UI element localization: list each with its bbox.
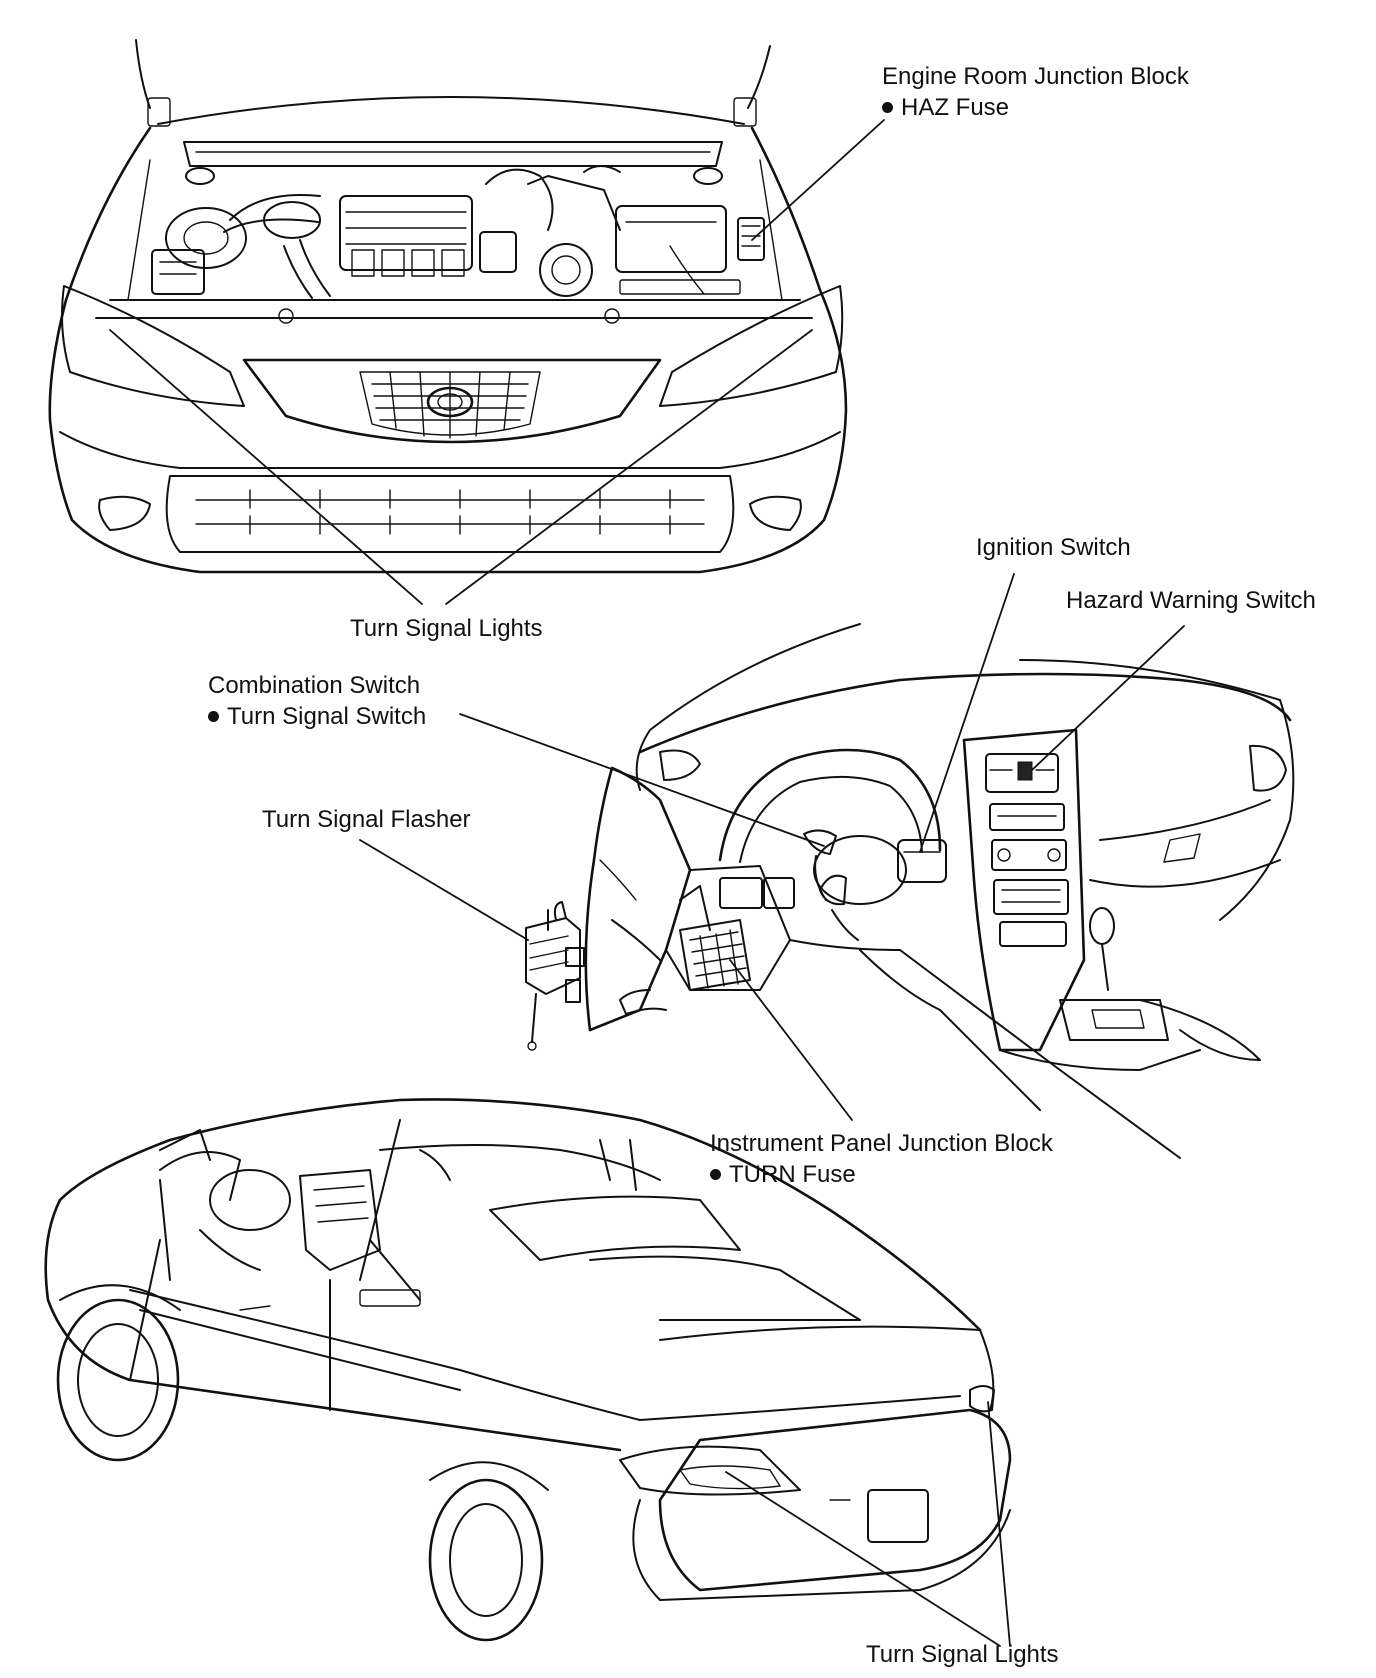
- label-turn-signal-flasher: Turn Signal Flasher: [262, 806, 471, 833]
- front-car-view: [48, 39, 848, 574]
- label-engine-room-junction-block: Engine Room Junction Block: [882, 63, 1189, 90]
- label-turn-fuse: TURN Fuse: [710, 1160, 856, 1190]
- label-turn-fuse-text: TURN Fuse: [729, 1161, 856, 1188]
- bullet-icon: [710, 1169, 721, 1180]
- label-turn-signal-switch: Turn Signal Switch: [208, 702, 426, 732]
- label-instrument-panel-junction-block: Instrument Panel Junction Block: [710, 1130, 1053, 1157]
- rear-car-view: [44, 1098, 1012, 1642]
- label-turn-signal-switch-text: Turn Signal Switch: [227, 703, 427, 730]
- dashboard-view: [584, 623, 1295, 1159]
- turn-signal-flasher-part: [525, 901, 585, 1051]
- bullet-icon: [882, 102, 893, 113]
- leader-lines: [109, 119, 1185, 1647]
- label-ignition-switch: Ignition Switch: [976, 534, 1131, 561]
- bullet-icon: [208, 711, 219, 722]
- label-haz-fuse-text: HAZ Fuse: [901, 94, 1010, 121]
- label-hazard-warning-switch: Hazard Warning Switch: [1066, 587, 1316, 614]
- label-turn-signal-lights-rear: Turn Signal Lights: [866, 1641, 1059, 1668]
- label-turn-signal-lights-front: Turn Signal Lights: [350, 615, 543, 642]
- label-combination-switch: Combination Switch: [208, 672, 421, 699]
- label-haz-fuse: HAZ Fuse: [882, 93, 1009, 123]
